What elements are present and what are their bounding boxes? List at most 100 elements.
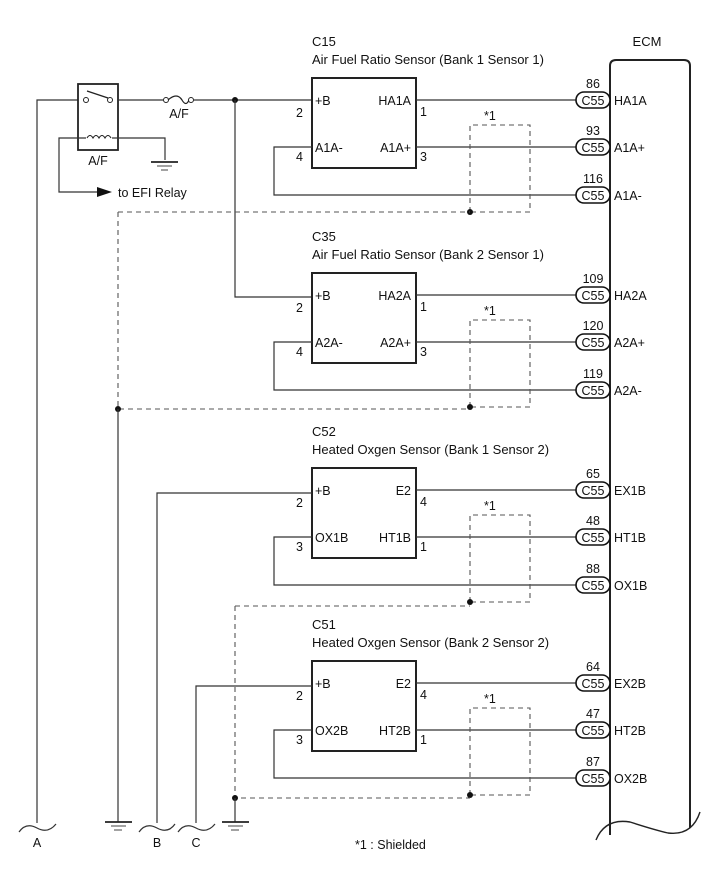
pin-label: A2A+ [380,336,411,350]
sensor-name: Heated Oxgen Sensor (Bank 2 Sensor 2) [312,635,549,650]
pin-label: +B [315,677,331,691]
pin-label: A1A+ [380,141,411,155]
pin-label: E2 [396,484,411,498]
wire-breaks: A B C [18,823,216,850]
ecm-pin-number: 93 [586,124,600,138]
af-relay [77,83,119,151]
shield-bus-1 [117,212,470,410]
connector-label: C55 [582,289,605,303]
wire [273,146,576,196]
relay-label: A/F [88,154,108,168]
relay-switch-icon [83,90,113,103]
connector-label: C55 [582,484,605,498]
pin-label: OX1B [315,531,348,545]
ecm-pin-number: 88 [586,562,600,576]
pin-number: 3 [420,345,427,359]
connector-c55 [575,674,611,692]
connector-c55 [575,381,611,399]
pin-label: A1A- [315,141,343,155]
pin-number: 2 [296,496,303,510]
ecm-body [609,59,691,835]
ecm-pin-number: 109 [583,272,604,286]
wire-c [195,685,312,823]
pin-number: 2 [296,106,303,120]
sensor-code: C51 [312,617,336,632]
ecm-pin-number: 87 [586,755,600,769]
shield-marker: *1 [484,499,496,513]
pin-number: 1 [420,733,427,747]
pin-label: E2 [396,677,411,691]
pin-number: 3 [420,150,427,164]
ground-icon [105,821,132,831]
coil-wire-efi [58,137,98,193]
wire [273,341,576,391]
connector-c55 [575,333,611,351]
shield-marker: *1 [484,304,496,318]
connector-label: C55 [582,772,605,786]
sensor-box [311,660,417,752]
pin-label: +B [315,289,331,303]
connector-label: C55 [582,336,605,350]
ground-icon [222,821,249,831]
sensor-code: C52 [312,424,336,439]
connector-label: C55 [582,94,605,108]
pin-label: HT2B [379,724,411,738]
connector-c55 [575,286,611,304]
connector-c55 [575,721,611,739]
break-label-a: A [33,836,42,850]
ground-icon [151,161,178,171]
break-label-c: C [191,836,200,850]
ecm-break-mask [600,838,710,882]
sensor-name: Heated Oxgen Sensor (Bank 1 Sensor 2) [312,442,549,457]
pin-label: +B [315,94,331,108]
ecm-pin-number: 64 [586,660,600,674]
ecm-signal-label: EX1B [614,484,646,498]
pin-number: 2 [296,689,303,703]
pin-number: 4 [296,345,303,359]
pin-label: A2A- [315,336,343,350]
connector-c55 [575,91,611,109]
ecm-pin-number: 86 [586,77,600,91]
ecm-signal-label: EX2B [614,677,646,691]
shield-marker: *1 [484,692,496,706]
connector-label: C55 [582,579,605,593]
shield-marker: *1 [484,109,496,123]
shield-box [469,319,531,408]
ecm-pin-number: 65 [586,467,600,481]
wire [273,536,576,586]
ecm-break [595,811,701,841]
sensor-code: C35 [312,229,336,244]
ecm-pin-number: 120 [583,319,604,333]
pin-number: 1 [420,540,427,554]
connector-label: C55 [582,677,605,691]
break-label-b: B [153,836,161,850]
break-a-icon [18,823,57,833]
sensor-box [311,77,417,169]
ecm-signal-label: HA2A [614,289,647,303]
pin-label: HA1A [378,94,411,108]
connector-c55 [575,186,611,204]
pin-number: 4 [296,150,303,164]
ecm-signal-label: A2A- [614,384,642,398]
fuse-icon [163,95,194,105]
junction-dot [467,792,473,798]
connector-c55 [575,528,611,546]
coil-wire-ground [112,137,166,160]
pin-label: OX2B [315,724,348,738]
fuse-label: A/F [169,107,189,121]
efi-relay-note: to EFI Relay [118,186,188,200]
ecm-signal-label: A2A+ [614,336,645,350]
ecm-pin-number: 119 [583,367,603,381]
